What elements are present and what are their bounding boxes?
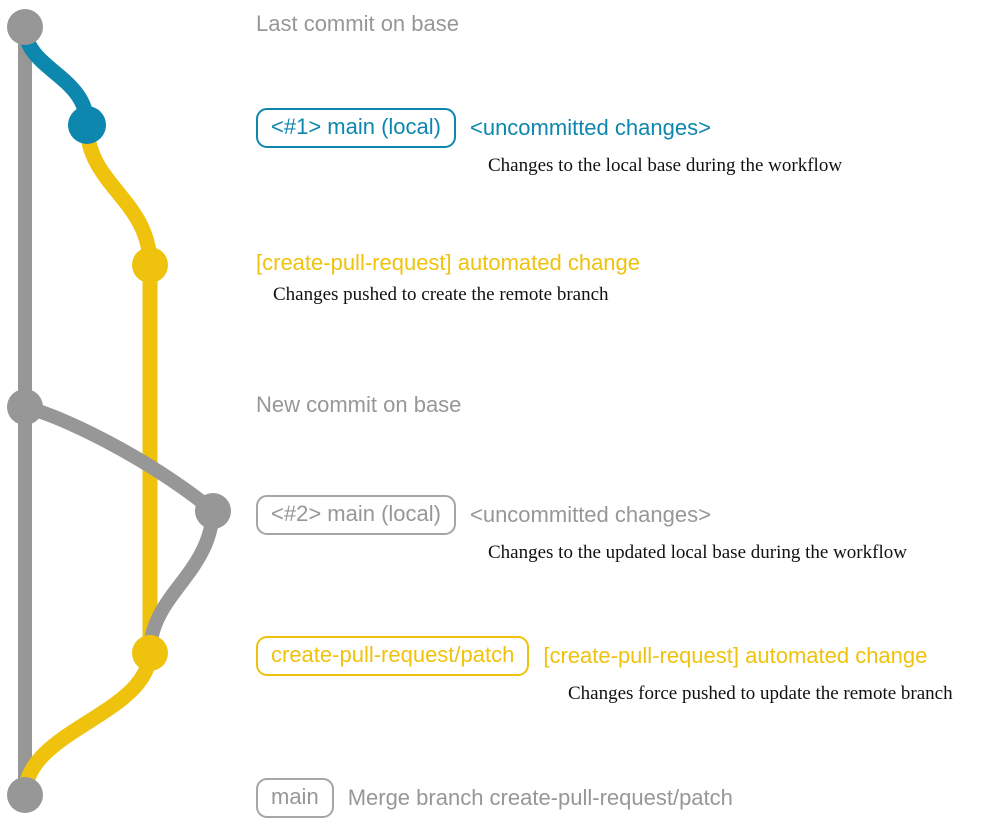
commit-node-new-commit-on-base[interactable] (7, 389, 43, 425)
commit-row-merge-commit: main Merge branch create-pull-request/pa… (256, 778, 733, 818)
commit-headline: <#2> main (local) <uncommitted changes> (256, 495, 711, 535)
commit-node-automated-change-force[interactable] (132, 635, 168, 671)
commit-headline: create-pull-request/patch [create-pull-r… (256, 636, 927, 676)
commit-subject: [create-pull-request] automated change (256, 250, 641, 275)
remote-branch-line-1 (79, 117, 158, 273)
commit-subject: <uncommitted changes> (469, 502, 711, 527)
commit-node-last-commit-on-base[interactable] (7, 9, 43, 45)
commit-node-automated-change-create[interactable] (132, 247, 168, 283)
commit-note: Changes to the local base during the wor… (488, 155, 843, 176)
commit-headline: New commit on base (256, 391, 461, 419)
commit-headline: main Merge branch create-pull-request/pa… (256, 778, 733, 818)
commit-row-automated-change-create: [create-pull-request] automated change C… (256, 249, 640, 307)
branch-badge-main-local-1[interactable]: <#1> main (local) (256, 108, 456, 148)
commit-subject: <uncommitted changes> (469, 115, 711, 140)
commit-note: Changes to the updated local base during… (488, 542, 907, 563)
commit-subject: Last commit on base (256, 11, 459, 36)
commit-subject: [create-pull-request] automated change (543, 643, 928, 668)
commit-row-local-uncommitted-1: <#1> main (local) <uncommitted changes> … (256, 108, 842, 178)
branch-badge-main-local-2[interactable]: <#2> main (local) (256, 495, 456, 535)
base-to-local-2-line (18, 400, 220, 518)
commit-row-new-commit-on-base: New commit on base (256, 391, 461, 419)
commit-node-merge-commit[interactable] (7, 777, 43, 813)
branch-badge-main[interactable]: main (256, 778, 334, 818)
commit-subject: Merge branch create-pull-request/patch (347, 785, 733, 810)
commit-headline: Last commit on base (256, 10, 459, 38)
commit-subject: New commit on base (256, 392, 462, 417)
commit-row-local-uncommitted-2: <#2> main (local) <uncommitted changes> … (256, 495, 907, 565)
commit-headline: [create-pull-request] automated change (256, 249, 640, 277)
remote-merge-line (17, 645, 158, 803)
commit-row-automated-change-force: create-pull-request/patch [create-pull-r… (256, 636, 953, 706)
commit-note: Changes force pushed to update the remot… (568, 683, 953, 704)
commit-node-local-uncommitted-1[interactable] (68, 106, 106, 144)
branch-badge-create-pull-request-patch[interactable]: create-pull-request/patch (256, 636, 530, 676)
local-2-to-remote-line (143, 504, 220, 660)
commit-note: Changes pushed to create the remote bran… (273, 284, 609, 305)
commit-row-last-commit-on-base: Last commit on base (256, 10, 459, 38)
commit-node-local-uncommitted-2[interactable] (195, 493, 231, 529)
commit-headline: <#1> main (local) <uncommitted changes> (256, 108, 711, 148)
